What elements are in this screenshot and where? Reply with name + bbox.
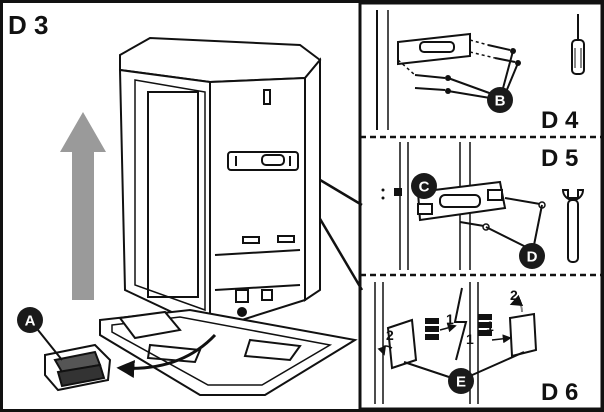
- wrench-icon: [561, 189, 585, 263]
- panel-label-d5: D 5: [541, 145, 578, 172]
- callout-e-text: E: [456, 374, 466, 391]
- step-number-right-turn: 2: [510, 287, 518, 303]
- panel-d6: 2 1 1 1 2 E D 6: [374, 282, 578, 406]
- appliance-cabinet: [118, 36, 322, 332]
- panel-label-d6: D 6: [541, 379, 578, 406]
- panel-label-d3: D 3: [8, 10, 48, 40]
- callout-a-text: A: [25, 313, 36, 330]
- panel-label-d4: D 4: [541, 107, 579, 134]
- callout-d: D: [519, 243, 545, 269]
- turn-arrow-right-icon: [509, 294, 524, 313]
- shipping-base: [99, 308, 358, 396]
- step-number-right-push-bottom: 1: [486, 318, 494, 334]
- transport-foot-part: [44, 343, 112, 392]
- removal-arrow-icon: [116, 333, 217, 378]
- callout-a: A: [17, 307, 43, 333]
- step-number-left-push: 1: [446, 311, 454, 327]
- step-number-left-turn: 2: [386, 327, 394, 343]
- screwdriver-icon: [571, 14, 585, 75]
- callout-a-leader: [37, 329, 63, 361]
- panel-d5: C D D 5: [381, 142, 585, 270]
- step-number-right-push-top: 1: [466, 331, 474, 347]
- callout-b: B: [487, 87, 513, 113]
- appliance-handle: [227, 151, 299, 171]
- callout-e: E: [448, 368, 474, 394]
- lift-up-arrow-icon: [60, 112, 106, 300]
- callout-d-text: D: [527, 249, 538, 266]
- callout-c: C: [411, 173, 437, 199]
- callout-c-text: C: [419, 179, 430, 196]
- turn-arrow-left-icon: [377, 345, 393, 356]
- panel-d4: B D 4: [376, 10, 585, 134]
- callout-b-text: B: [495, 93, 506, 110]
